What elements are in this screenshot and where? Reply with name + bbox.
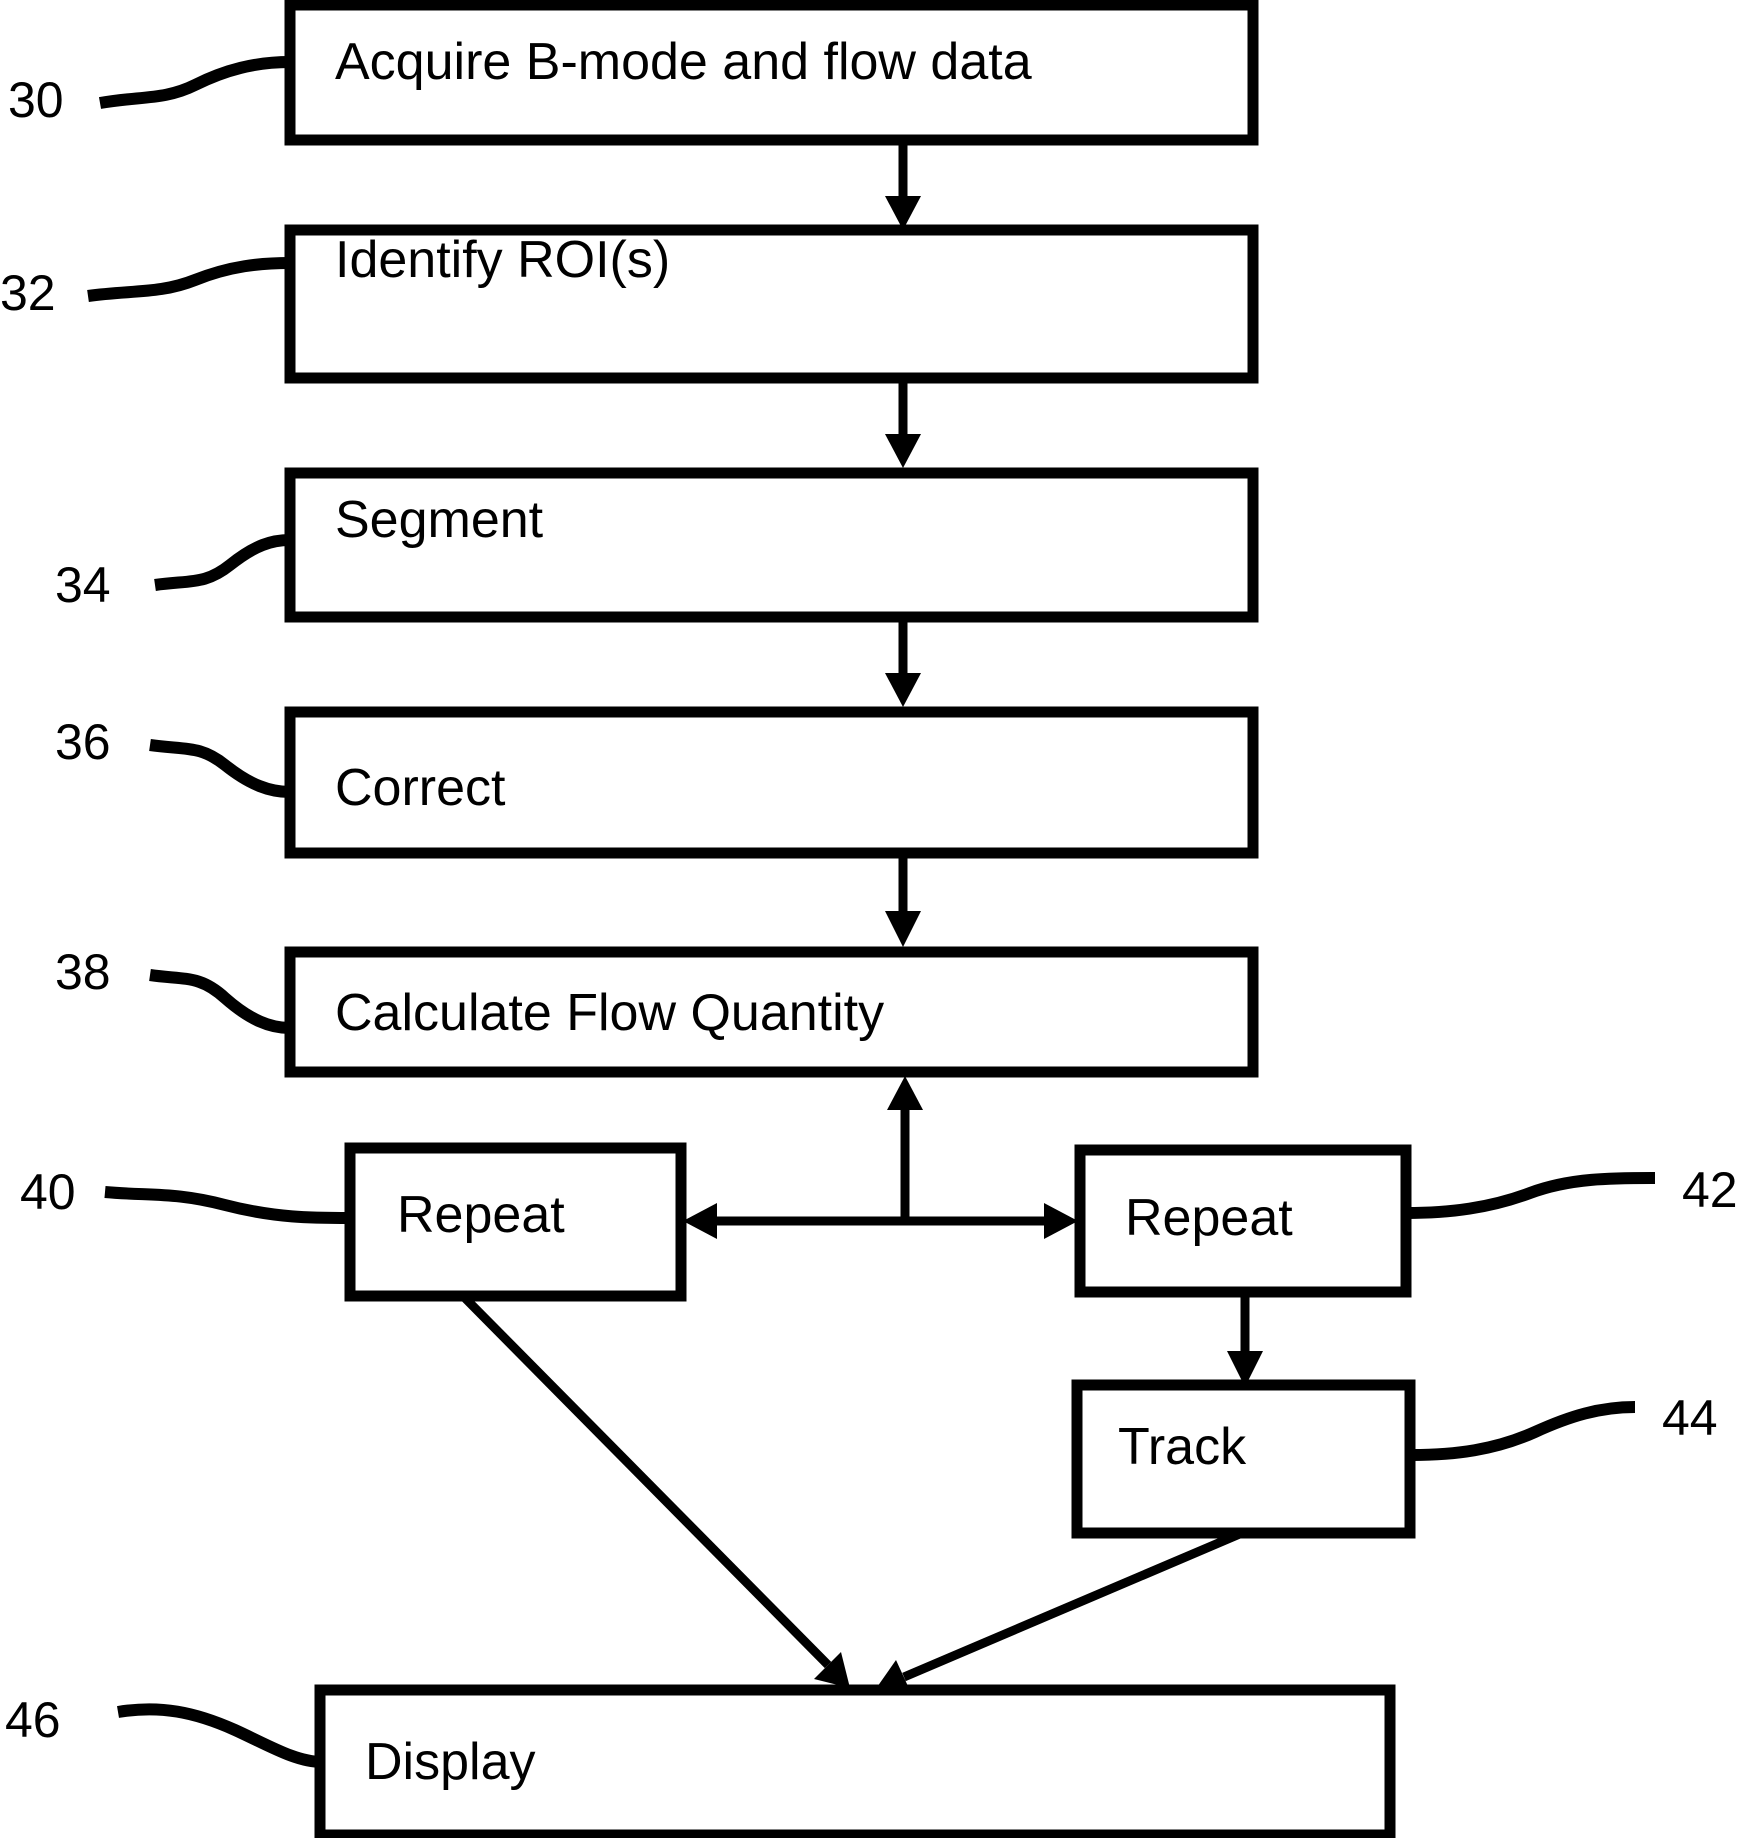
lead-line-30 [98,56,291,109]
ref-label-44: 44 [1662,1390,1718,1446]
arrow-branch-to-repeat-right [905,1203,1078,1239]
identify-roi-box [284,224,1259,384]
arrow-branch-to-repeat-left [683,1203,905,1239]
calculate-flow-quantity-box [284,946,1259,1078]
ref-label-30: 30 [8,72,64,128]
display-box-label: Display [365,1733,536,1791]
arrow-acquire-to-identify [885,140,921,230]
arrow-repeat-branch-to-calculate [887,1076,923,1221]
repeat-right-box-label: Repeat [1125,1189,1293,1247]
correct-box [284,706,1259,859]
lead-line-36 [149,739,291,798]
ref-label-38: 38 [55,944,111,1000]
ref-label-42: 42 [1682,1162,1738,1218]
arrow-segment-to-correct [885,617,921,707]
arrow-correct-to-calculate [885,853,921,947]
arrow-repeat-left-to-display [459,1292,850,1688]
lead-line-38 [149,969,291,1034]
identify-roi-box-label: Identify ROI(s) [335,231,670,289]
ref-label-32: 32 [0,265,56,321]
lead-line-32 [87,257,291,302]
segment-box [284,467,1259,623]
arrow-track-to-display [875,1528,1244,1695]
ref-label-36: 36 [55,714,111,770]
track-box-label: Track [1118,1418,1247,1476]
acquire-box-label: Acquire B-mode and flow data [335,33,1032,91]
ref-label-46: 46 [5,1692,61,1748]
correct-box-label: Correct [335,759,506,817]
arrow-repeat-right-to-track [1227,1292,1263,1387]
lead-line-34 [154,534,291,591]
lead-line-40 [104,1186,351,1224]
arrow-identify-to-segment [885,378,921,468]
calculate-flow-quantity-box-label: Calculate Flow Quantity [335,984,884,1042]
repeat-left-box-label: Repeat [397,1186,565,1244]
track-box [1071,1379,1416,1539]
lead-line-46 [117,1703,323,1768]
ref-label-34: 34 [55,557,111,613]
segment-box-label: Segment [335,491,544,549]
acquire-box [284,0,1259,146]
lead-line-44 [1411,1401,1636,1461]
ref-label-40: 40 [20,1164,76,1220]
lead-line-42 [1405,1172,1656,1219]
